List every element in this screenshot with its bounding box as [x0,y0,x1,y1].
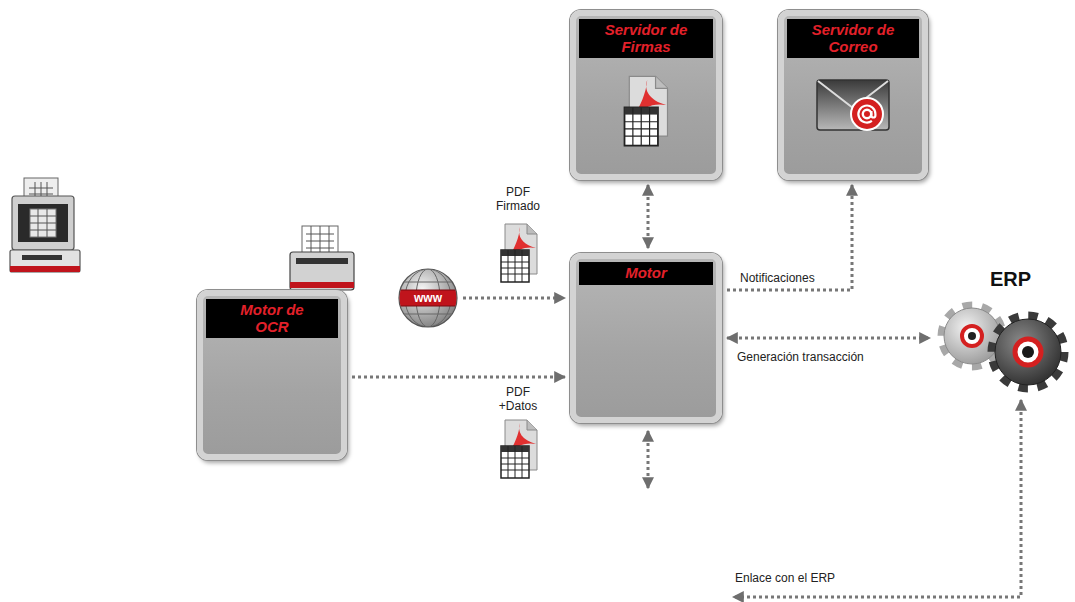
printer-icon [296,258,348,264]
scanner-workstation [30,209,56,237]
scanner-workstation [18,204,68,242]
web-globe-shape [398,269,458,327]
printer-icon [290,282,354,288]
erp-link-arrow [733,400,1021,597]
edge-label: PDF Firmado [494,186,542,214]
title-bar: Motor de OCR [206,299,338,338]
dotted-connector [727,185,852,290]
printer-icon [290,252,354,290]
scanner-workstation [12,196,74,250]
erp-gears-shape [935,268,1070,428]
scanner-workstation [10,250,80,272]
node-icon [625,76,668,145]
scanner-workstation [10,266,80,272]
node-title: Motor de OCR [236,302,308,335]
node-icon [817,80,889,130]
node-title: Servidor de Correo [803,22,903,55]
title-bar: Motor [579,262,713,285]
title-bar: Servidor de Firmas [579,19,713,58]
edge-label: Generación transacción [737,351,864,365]
scanner-workstation [22,255,62,260]
dotted-connector [647,185,650,248]
server-box: Servidor de Firmas [570,10,722,180]
dotted-connector [352,376,565,379]
dotted-connector [463,297,565,300]
edge-label-holder: Generación transacción [737,347,917,365]
edge-label: PDF +Datos [494,386,542,414]
node-title: Motor [625,265,667,282]
note-holder: Enlace con el ERP [735,568,895,586]
server-box: Servidor de Correo [778,10,928,180]
node-title: www [414,292,442,304]
node-title: Servidor de Firmas [596,22,696,55]
pdf-icon [501,224,537,282]
open-link-arrow [647,431,650,488]
title-bar: Servidor de Correo [787,19,919,58]
edge-label: Notificaciones [740,272,815,286]
edge-label-holder: PDF +Datos [494,386,542,414]
erp-gears: ERP [935,268,1070,428]
node-icon [618,74,674,148]
engine-box: Motor de OCR [197,290,347,460]
scanner-workstation [30,209,56,237]
dotted-connector [727,337,930,340]
node-icon [815,74,891,136]
edge-label-holder: Notificaciones [740,268,840,286]
pdf-icon [501,420,537,478]
node-title: ERP [951,268,1070,290]
link-note: Enlace con el ERP [735,572,835,586]
edge-label-holder: PDF Firmado [494,186,542,214]
engine-box: Motor [570,253,722,423]
web-globe: www [398,268,458,328]
printer-icon [290,226,354,290]
erp-gears-shape [941,305,1064,388]
scanner-workstation [10,178,80,272]
